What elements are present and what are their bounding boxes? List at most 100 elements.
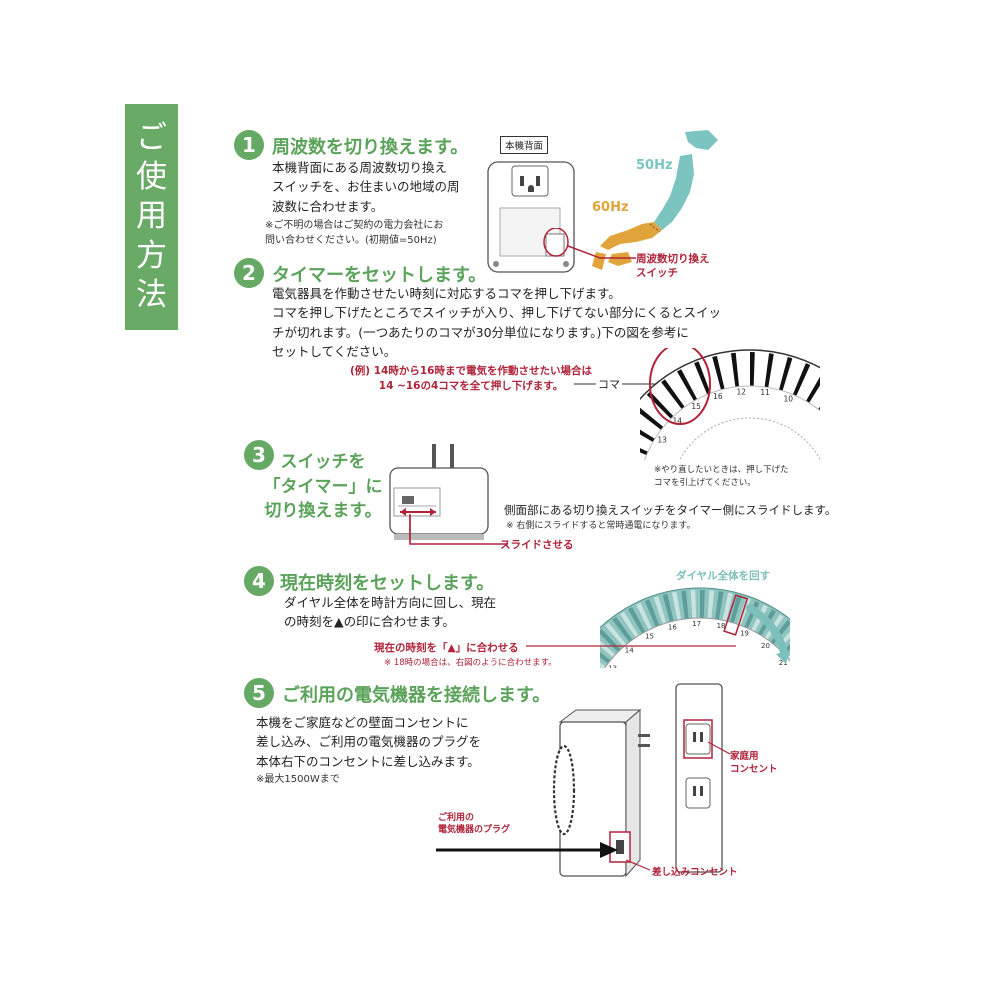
dial-tooth <box>757 352 765 387</box>
dial-tooth <box>612 616 633 642</box>
dial-number: 13 <box>608 665 617 668</box>
current-time-label: 現在の時刻を「▲」に合わせる <box>374 640 522 655</box>
step-1-note: ※ご不明の場合はご契約の電力会社にお 問い合わせください。(初期値=50Hz) <box>265 220 444 246</box>
step-3-number: 3 <box>244 440 274 470</box>
home-outlet-callout-line <box>708 741 731 755</box>
dial-tooth <box>640 407 664 430</box>
dial-tooth <box>661 379 685 410</box>
dial-number: 16 <box>668 624 677 632</box>
plug-label: ご利用の 電気機器のプラグ <box>438 813 511 836</box>
dial-number: 10 <box>784 394 794 403</box>
side-switch-figure <box>389 444 489 542</box>
label-50hz: 50Hz <box>636 158 673 173</box>
tab-char: 方 <box>136 237 167 274</box>
dial-number: 14 <box>625 646 634 654</box>
dial-tooth <box>722 592 733 622</box>
plug-arrow <box>436 842 618 858</box>
dial-tooth <box>677 369 698 402</box>
back-panel-label: 本機背面 <box>500 136 549 154</box>
dial-tooth <box>671 591 682 621</box>
dial-tooth <box>786 359 802 394</box>
dial-tooth <box>707 590 715 619</box>
step-4-figure-note: ※ 18時の場合は、右図のように合わせます。 <box>384 658 557 668</box>
dial-tooth <box>653 596 667 625</box>
dial-tooth <box>619 611 639 638</box>
dial-number: 16 <box>713 392 723 401</box>
step-1-number: 1 <box>234 130 264 160</box>
timer-dial-koma-figure: 13 14 15 16 12 11 10 <box>640 348 820 460</box>
dial-tooth <box>640 429 655 442</box>
dial-number: 13 <box>657 435 667 444</box>
frequency-switch-callout-line <box>543 228 636 259</box>
dial-number: 17 <box>692 620 701 628</box>
timer-connected-figure <box>552 683 723 878</box>
tab-char: ご <box>136 119 167 156</box>
step-2-title: タイマーをセットします。 <box>272 265 487 286</box>
dial-number: 19 <box>740 630 749 638</box>
device-back-figure: 本機背面 <box>486 136 578 276</box>
dial-tooth <box>640 419 659 436</box>
dial-number: 18 <box>717 622 726 630</box>
dial-tooth <box>600 662 606 668</box>
dial-tooth <box>730 594 742 623</box>
dial-tooth <box>812 393 820 407</box>
step-3-note: ※ 右側にスライドすると常時通電になります。 <box>506 521 696 531</box>
dial-number: 12 <box>737 387 747 396</box>
step-2-number: 2 <box>234 258 264 288</box>
step-3-title: スイッチを 「タイマー」に 切り換えます。 <box>263 452 383 522</box>
dial-tooth <box>640 398 669 425</box>
step-1-body: 本機背面にある周波数切り換え スイッチを、お住まいの地域の周 波数に合わせます。 <box>272 160 460 214</box>
step-3-body: 側面部にある切り換えスイッチをタイマー側にスライドします。 <box>504 503 837 517</box>
label-60hz: 60Hz <box>592 200 629 215</box>
section-tab-usage: ご 使 用 方 法 <box>125 104 178 330</box>
dial-tooth <box>640 456 646 460</box>
dial-tooth <box>640 448 648 456</box>
slide-callout-line <box>409 514 508 545</box>
dial-tooth <box>694 361 711 395</box>
step-2-figure-note: ※やり直したいときは、押し下げた コマを引上げてください。 <box>654 465 789 488</box>
dial-tooth <box>636 602 653 630</box>
rotate-dial-label: ダイヤル全体を回す <box>676 570 771 582</box>
dial-tooth <box>600 640 616 658</box>
dial-tooth <box>721 353 732 389</box>
japan-frequency-map <box>592 130 718 270</box>
dial-tooth <box>640 439 652 449</box>
step-2-body: 電気器具を作動させたい時刻に対応するコマを押し下げます。 コマを押し下げたところ… <box>272 286 722 360</box>
current-time-pointer-line <box>526 645 736 647</box>
dial-tooth <box>799 367 819 400</box>
step-4-body: ダイヤル全体を時計方向に回し、現在 の時刻を▲の印に合わせます。 <box>284 595 497 630</box>
dial-tooth <box>778 356 793 391</box>
dial-tooth <box>681 590 689 619</box>
dial-tooth <box>730 352 740 387</box>
dial-tooth <box>668 374 691 405</box>
step-1-title: 周波数を切り換えます。 <box>272 137 469 158</box>
timer-dial-time-figure: 13 14 15 16 17 18 19 20 21 <box>600 587 790 668</box>
device-back-drawing <box>487 161 575 273</box>
dial-number: 14 <box>672 417 682 426</box>
slide-label: スライドさせる <box>500 539 574 551</box>
dial-tooth <box>662 593 674 622</box>
dial-tooth <box>646 391 674 419</box>
frequency-switch-callout: 周波数切り換え スイッチ <box>636 253 710 280</box>
dial-number: 21 <box>779 659 788 667</box>
koma-label: コマ <box>596 376 622 392</box>
tab-char: 使 <box>136 158 167 195</box>
dial-tooth <box>600 651 611 664</box>
dial-tooth <box>685 365 704 398</box>
dial-tooth <box>750 352 755 387</box>
step-4-number: 4 <box>244 566 274 596</box>
dial-tooth <box>740 352 747 387</box>
dial-number: 11 <box>760 388 770 397</box>
dial-tooth <box>628 607 646 634</box>
dial-tooth <box>605 622 627 647</box>
step-5-title: ご利用の電気機器を接続します。 <box>282 685 551 706</box>
east-50hz-region <box>654 130 718 230</box>
dial-number: 20 <box>761 642 770 650</box>
dial-number: 15 <box>645 633 654 641</box>
tab-char: 用 <box>136 198 167 235</box>
dial-number: 15 <box>691 402 701 411</box>
dial-tooth <box>653 385 679 414</box>
dial-tooth <box>712 355 725 390</box>
step-4-title: 現在時刻をセットします。 <box>280 573 495 594</box>
dial-tooth <box>771 354 784 389</box>
